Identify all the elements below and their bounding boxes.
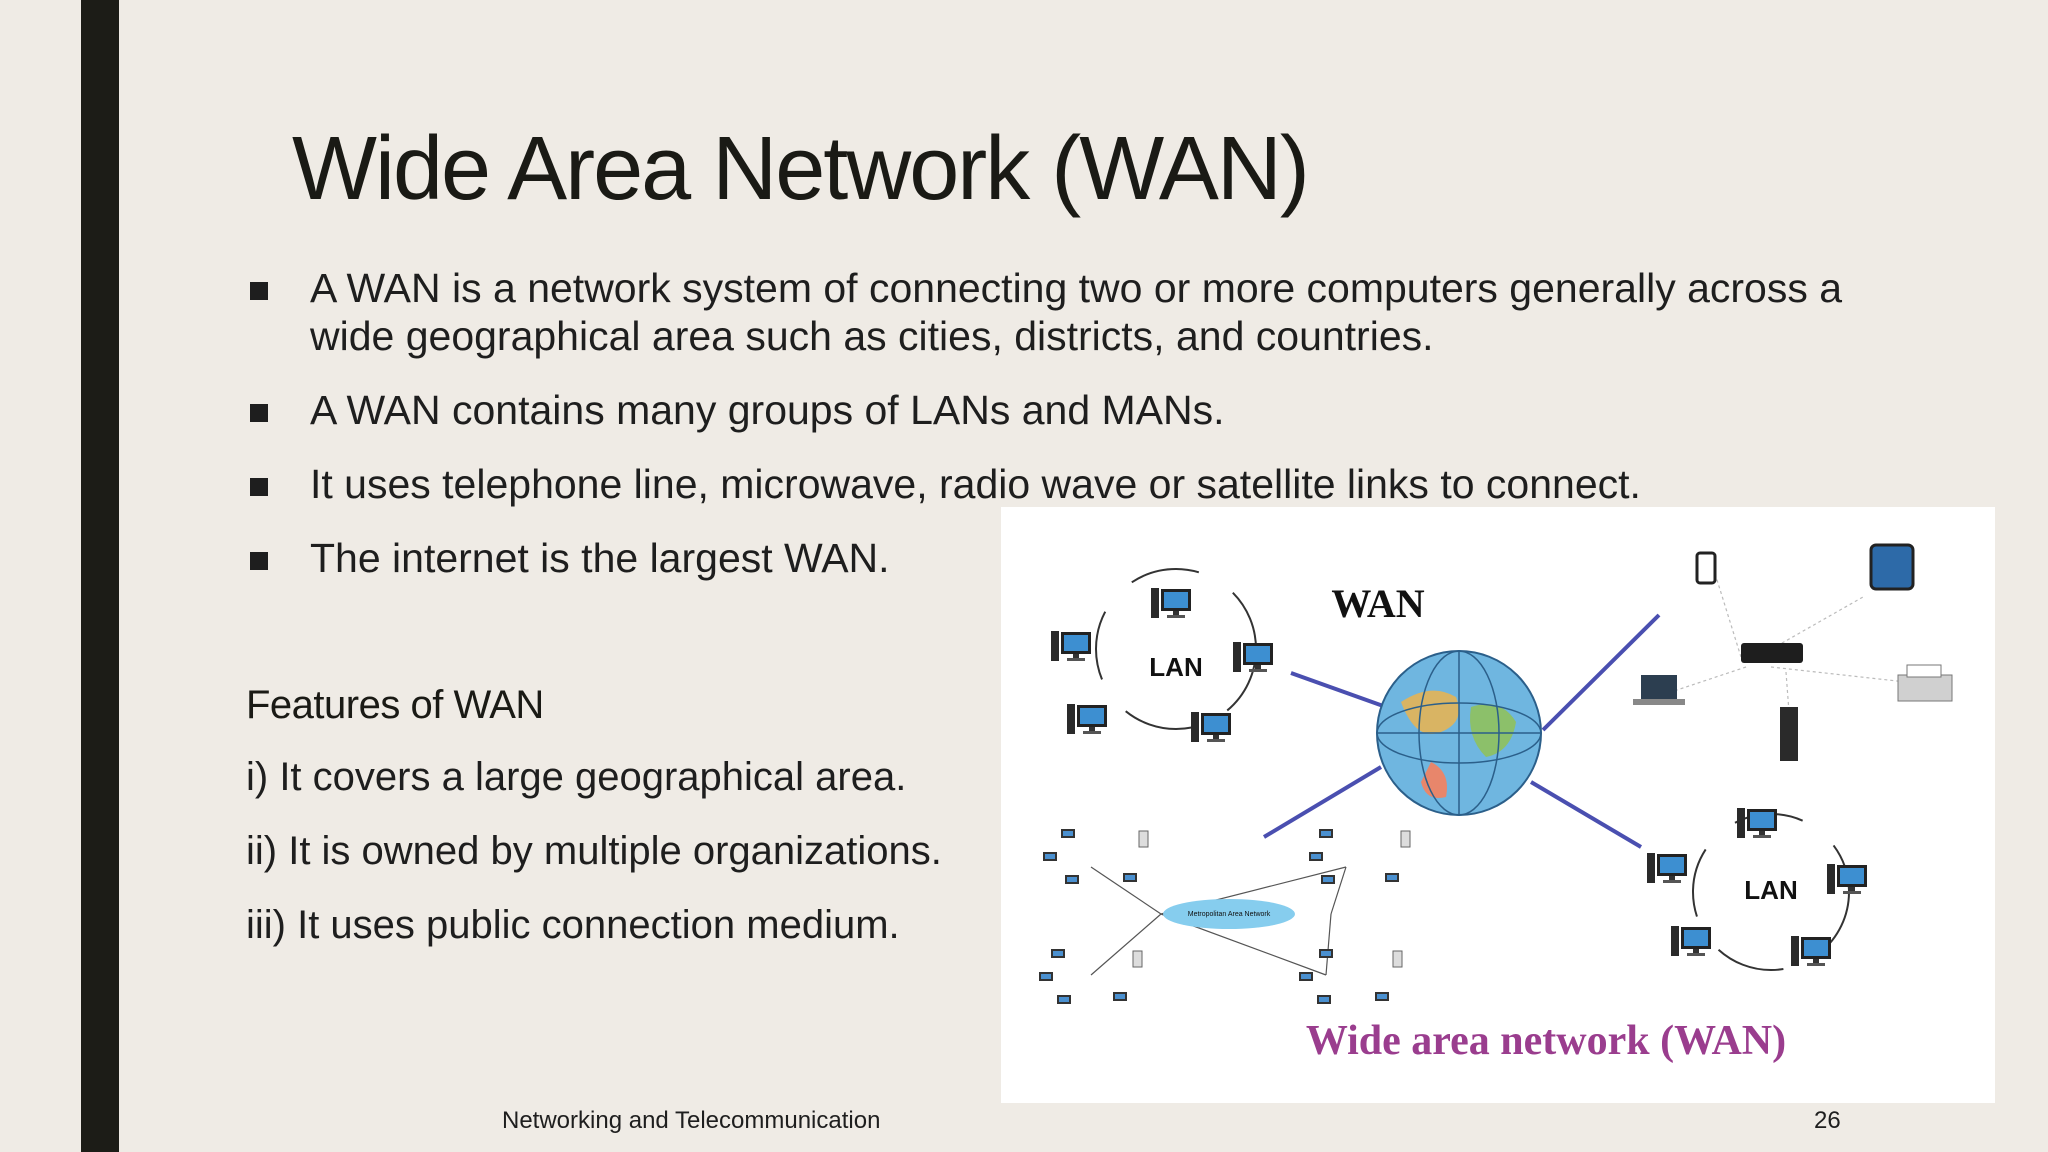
bullet-item: The internet is the largest WAN. (246, 534, 1846, 582)
printer-icon (1897, 664, 1953, 702)
bullet-item: A WAN contains many groups of LANs and M… (246, 386, 1846, 434)
computer-icon (1375, 992, 1389, 1001)
computer-icon (1737, 808, 1777, 838)
computer-icon (1299, 972, 1313, 981)
server-icon (1780, 707, 1798, 761)
wan-diagram-svg: WAN LAN (1039, 543, 1953, 1064)
computer-icon (1043, 852, 1057, 861)
page-number: 26 (1814, 1107, 1841, 1134)
router-icon (1741, 643, 1803, 663)
features-heading: Features of WAN (246, 683, 544, 727)
computer-icon (1065, 875, 1079, 884)
diagram-caption: Wide area network (WAN) (1306, 1018, 1786, 1064)
phone-icon (1695, 551, 1717, 585)
square-bullet-icon (250, 404, 268, 422)
computer-icon (1671, 926, 1711, 956)
square-bullet-icon (250, 478, 268, 496)
computer-icon (1057, 995, 1071, 1004)
lan-label-right: LAN (1744, 875, 1797, 905)
left-accent-bar (81, 0, 119, 1152)
bullet-text: The internet is the largest WAN. (310, 535, 890, 581)
computer-icon (1827, 864, 1867, 894)
computer-icon (1061, 829, 1075, 838)
computer-icon (1113, 992, 1127, 1001)
laptop-icon (1633, 675, 1685, 705)
globe-icon (1376, 650, 1542, 816)
computer-icon (1791, 936, 1831, 966)
wan-links (1262, 613, 1661, 849)
man-hub (1163, 899, 1295, 929)
footer-text: Networking and Telecommunication (502, 1107, 881, 1134)
tablet-icon (1869, 543, 1915, 591)
computer-icon (1319, 829, 1333, 838)
computer-icon (1123, 873, 1137, 882)
wan-diagram: WAN LAN (1001, 507, 1995, 1103)
computer-icon (1321, 875, 1335, 884)
feature-item: ii) It is owned by multiple organization… (246, 829, 942, 873)
device-cluster (1633, 543, 1953, 761)
lan-ring-bottom-right: LAN (1647, 808, 1867, 971)
wan-label: WAN (1331, 581, 1424, 626)
computer-icon (1039, 972, 1053, 981)
computer-icon (1067, 704, 1107, 734)
computer-icon (1051, 631, 1091, 661)
bullet-list: A WAN is a network system of connecting … (246, 264, 1846, 608)
man-cluster: Metropolitan Area Network (1039, 829, 1411, 1004)
computer-icon (1191, 712, 1231, 742)
bullet-item: A WAN is a network system of connecting … (246, 264, 1846, 360)
square-bullet-icon (250, 552, 268, 570)
computer-icon (1385, 873, 1399, 882)
computer-icon (1309, 852, 1323, 861)
computer-icon (1051, 949, 1065, 958)
computer-icon (1647, 853, 1687, 883)
bullet-text: A WAN contains many groups of LANs and M… (310, 387, 1225, 433)
lan-label-left: LAN (1149, 652, 1202, 682)
bullet-text: A WAN is a network system of connecting … (310, 265, 1843, 359)
bullet-item: It uses telephone line, microwave, radio… (246, 460, 1846, 508)
computer-icon (1151, 588, 1191, 618)
feature-item: i) It covers a large geographical area. (246, 755, 907, 799)
lan-ring-top-left: LAN (1051, 568, 1273, 742)
slide-title: Wide Area Network (WAN) (292, 119, 1310, 219)
square-bullet-icon (250, 282, 268, 300)
feature-item: iii) It uses public connection medium. (246, 903, 900, 947)
man-hub-label: Metropolitan Area Network (1188, 911, 1271, 918)
computer-icon (1317, 995, 1331, 1004)
computer-icon (1319, 949, 1333, 958)
bullet-text: It uses telephone line, microwave, radio… (310, 461, 1641, 507)
